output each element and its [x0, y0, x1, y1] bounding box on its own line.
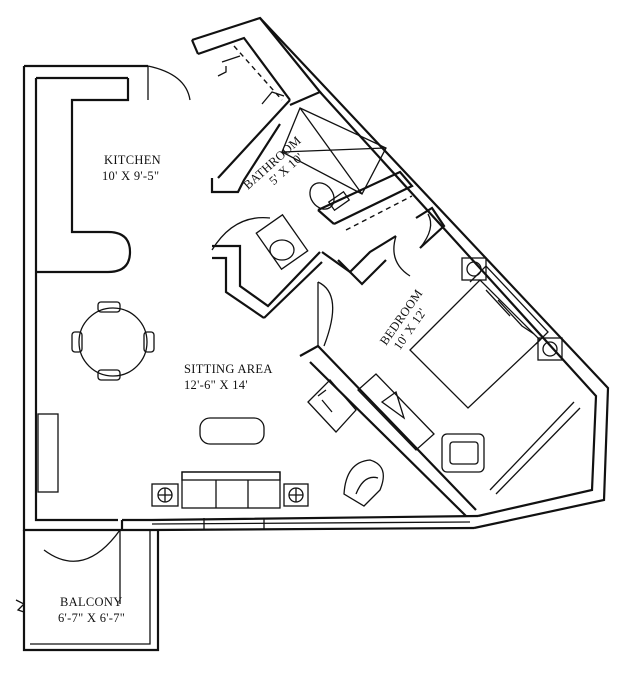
sink-icon	[255, 213, 309, 271]
armchair-sitting	[307, 379, 357, 433]
balcony-size: 6'-7" X 6'-7"	[58, 611, 125, 625]
bed	[409, 265, 549, 409]
interior-walls	[210, 99, 477, 517]
bathroom-fixtures	[255, 107, 387, 271]
kitchen-name: KITCHEN	[104, 153, 161, 167]
label-kitchen: KITCHEN 10' X 9'-5"	[102, 153, 161, 183]
dresser	[357, 373, 435, 451]
nightstand-right	[537, 337, 563, 361]
sitting-area-name: SITTING AREA	[184, 362, 273, 376]
coffee-table	[199, 417, 265, 445]
dining-table	[71, 301, 155, 381]
label-balcony: BALCONY 6'-7" X 6'-7"	[58, 595, 125, 625]
end-table-right	[283, 483, 309, 507]
doors	[43, 65, 432, 604]
window-bottom	[151, 518, 471, 530]
tv-cabinet	[37, 413, 59, 493]
bedroom-armchair	[441, 433, 485, 473]
exterior-walls	[22, 16, 610, 532]
label-sitting-area: SITTING AREA 12'-6" X 14'	[184, 362, 273, 392]
sofa	[181, 471, 281, 509]
balcony-outline	[15, 530, 160, 652]
closet-lines	[217, 45, 413, 231]
sitting-area-size: 12'-6" X 14'	[184, 378, 248, 392]
label-bedroom: BEDROOM 10' X 12'	[377, 287, 429, 353]
nightstand-top	[461, 257, 487, 281]
round-chair	[343, 459, 384, 507]
end-table-left	[151, 483, 179, 507]
kitchen-size: 10' X 9'-5"	[102, 169, 159, 183]
toilet-icon	[309, 182, 351, 212]
window-bedroom	[489, 401, 581, 495]
balcony-name: BALCONY	[60, 595, 123, 609]
